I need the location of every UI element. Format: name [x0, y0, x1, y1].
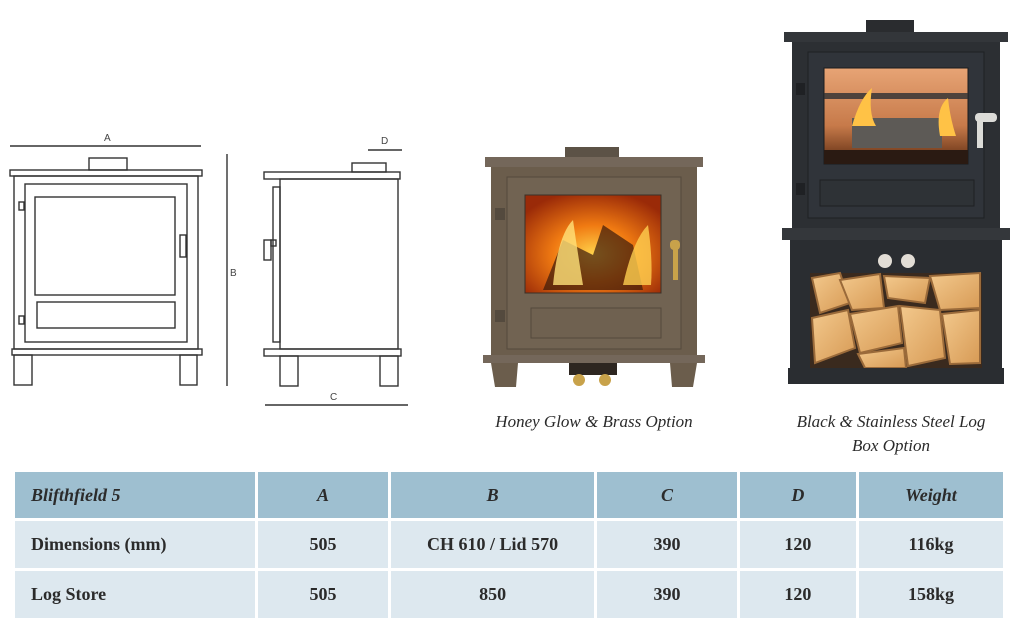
header-a: A	[258, 472, 388, 518]
cell-weight: 116kg	[858, 521, 1003, 568]
stove-honey-glow-icon	[483, 147, 705, 387]
cell-weight: 158kg	[858, 571, 1003, 618]
caption-black-log-store: Black & Stainless Steel Log Box Option	[760, 410, 1022, 458]
dim-label-d: D	[381, 136, 389, 147]
header-d: D	[739, 472, 856, 518]
honey-glow-stove-photo	[483, 145, 705, 390]
table-header-row: Blifthfield 5 A B C D Weight	[15, 472, 1003, 518]
spec-table: Blifthfield 5 A B C D Weight Dimensions …	[12, 469, 1006, 621]
cell-c: 390	[597, 571, 737, 618]
header-weight: Weight	[858, 472, 1003, 518]
caption-black-line1: Black & Stainless Steel Log	[796, 412, 986, 431]
table-row: Log Store 505 850 390 120 158kg	[15, 571, 1003, 618]
dim-label-a: A	[104, 133, 111, 144]
dim-label-b: B	[230, 268, 237, 279]
header-model: Blifthfield 5	[15, 472, 256, 518]
cell-a: 505	[258, 521, 388, 568]
caption-honey-glow: Honey Glow & Brass Option	[495, 412, 693, 431]
stove-black-log-store-icon	[782, 20, 1010, 384]
side-view-drawing	[258, 140, 418, 410]
front-view-drawing	[8, 140, 248, 390]
stove-front-outline-icon	[9, 145, 228, 386]
dim-label-c: C	[330, 392, 338, 403]
cell-c: 390	[597, 521, 737, 568]
cell-a: 505	[258, 571, 388, 618]
cell-d: 120	[739, 521, 856, 568]
caption-black-line2: Box Option	[852, 436, 930, 455]
header-b: B	[390, 472, 595, 518]
table-row: Dimensions (mm) 505 CH 610 / Lid 570 390…	[15, 521, 1003, 568]
cell-b: 850	[390, 571, 595, 618]
row-label: Dimensions (mm)	[15, 521, 256, 568]
stove-side-outline-icon	[263, 149, 408, 406]
cell-b: CH 610 / Lid 570	[390, 521, 595, 568]
row-label: Log Store	[15, 571, 256, 618]
header-c: C	[597, 472, 737, 518]
cell-d: 120	[739, 571, 856, 618]
black-log-store-stove-photo	[780, 18, 1012, 388]
